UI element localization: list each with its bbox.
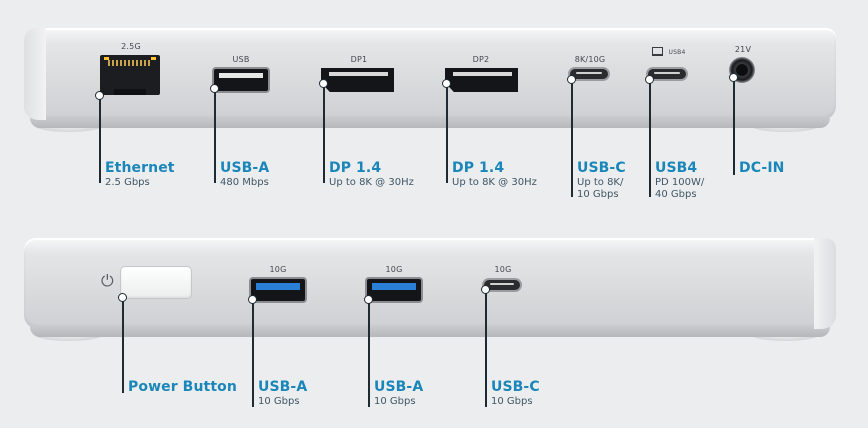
front-usbc-callout-sub: 10 Gbps (491, 396, 533, 407)
dp2-port-label: DP2 (472, 55, 490, 64)
power-button-callout-title: Power Button (128, 379, 237, 395)
dcin-callout-title: DC-IN (739, 160, 785, 176)
dp2-callout-title: DP 1.4 (452, 160, 505, 176)
usbc-port (570, 69, 608, 79)
usba-callout-title: USB-A (220, 160, 270, 176)
usb4-logo-icon (652, 47, 663, 56)
usbc-callout-sub2: 10 Gbps (577, 189, 619, 200)
dp1-callout-sub: Up to 8K @ 30Hz (329, 177, 414, 188)
front-usba1-callout-sub: 10 Gbps (258, 396, 300, 407)
usba-callout-sub: 480 Mbps (220, 177, 269, 188)
dcin-marker (729, 73, 738, 82)
ethernet-callout-sub: 2.5 Gbps (105, 177, 150, 188)
usb4-callout-title: USB4 (655, 160, 698, 176)
usb4-port (648, 69, 686, 79)
front-usba2-callout-title: USB-A (374, 379, 424, 395)
dp2-marker (442, 79, 451, 88)
ethernet-port-label: 2.5G (121, 42, 141, 51)
front-usba2-label: 10G (385, 265, 403, 274)
dcin-port-label: 21V (734, 45, 752, 54)
usb4-callout-sub2: 40 Gbps (655, 189, 697, 200)
front-usba2-callout-sub: 10 Gbps (374, 396, 416, 407)
usbc-marker (567, 75, 576, 84)
usbc-callout-title: USB-C (577, 160, 626, 176)
front-usba2-marker (364, 295, 373, 304)
front-usba2-port (367, 279, 421, 301)
usba-port (214, 69, 268, 91)
front-usba1-callout-title: USB-A (258, 379, 308, 395)
dp1-callout-title: DP 1.4 (329, 160, 382, 176)
usb4-callout-sub1: PD 100W/ (655, 177, 705, 188)
usb4-port-label: USB4 (668, 49, 686, 56)
front-usbc-callout-title: USB-C (491, 379, 540, 395)
front-usba1-port (251, 279, 305, 301)
dp1-port (321, 68, 394, 92)
ethernet-callout-title: Ethernet (105, 160, 175, 176)
front-usba1-marker (248, 295, 257, 304)
front-usba1-label: 10G (269, 265, 287, 274)
dp1-port-label: DP1 (350, 55, 368, 64)
ethernet-port (100, 55, 160, 95)
front-usbc-label: 10G (494, 265, 512, 274)
dp2-callout-sub: Up to 8K @ 30Hz (452, 177, 537, 188)
dp1-marker (319, 79, 328, 88)
power-button (121, 267, 191, 298)
usba-marker (210, 84, 219, 93)
dp2-port (445, 68, 518, 92)
usba-port-label: USB (232, 55, 250, 64)
front-usbc-marker (481, 285, 490, 294)
power-button-marker (118, 293, 127, 302)
usbc-callout-sub1: Up to 8K/ (577, 177, 624, 188)
usbc-port-label: 8K/10G (574, 55, 606, 64)
power-icon: ⏻ (101, 271, 114, 290)
front-usbc-port (484, 280, 520, 290)
usb4-marker (645, 75, 654, 84)
ethernet-marker (95, 91, 104, 100)
